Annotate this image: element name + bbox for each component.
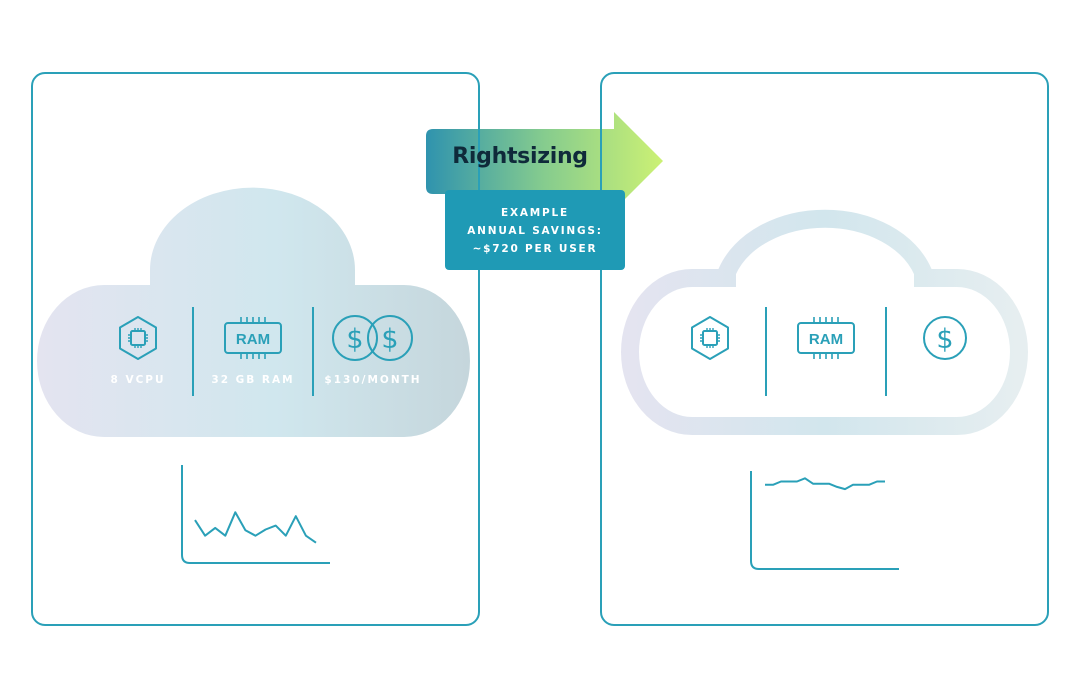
before-spec-label-cost: $130/MONTH xyxy=(324,374,422,386)
after-utilization-line xyxy=(765,477,885,491)
rightsizing-arrow xyxy=(426,112,663,210)
before-utilization-chart xyxy=(194,511,317,544)
after-utilization-chart xyxy=(765,477,885,491)
svg-text:$: $ xyxy=(381,324,398,355)
double-dollar-icon: $ $ xyxy=(332,315,413,361)
before-spec-label-ram: 32 GB RAM xyxy=(211,374,295,386)
cpu-icon xyxy=(119,316,157,360)
before-cloud-shape xyxy=(37,187,470,437)
after-chart-axes xyxy=(750,471,899,570)
svg-text:$: $ xyxy=(936,324,953,355)
before-utilization-line xyxy=(194,511,317,544)
diagram-title: Rightsizing xyxy=(452,144,588,169)
savings-line-3: ~$720 PER USER xyxy=(472,243,598,255)
svg-text:$: $ xyxy=(346,324,363,355)
savings-line-2: ANNUAL SAVINGS: xyxy=(467,225,603,237)
after-cloud-shape xyxy=(621,209,1028,435)
before-chart-axes xyxy=(181,465,330,564)
dollar-icon: $ xyxy=(923,316,967,360)
ram-icon: RAM xyxy=(224,317,282,359)
after-panel xyxy=(600,72,1049,626)
savings-line-1: EXAMPLE xyxy=(500,207,569,219)
before-cloud xyxy=(37,187,470,437)
svg-text:RAM: RAM xyxy=(809,331,843,348)
savings-box: EXAMPLE ANNUAL SAVINGS: ~$720 PER USER xyxy=(445,190,625,270)
rightsizing-arrow-shape xyxy=(426,112,663,210)
cpu-icon xyxy=(691,316,729,360)
before-panel xyxy=(31,72,480,626)
svg-text:RAM: RAM xyxy=(236,331,270,348)
before-spec-label-cpu: 8 VCPU xyxy=(110,374,166,386)
ram-icon: RAM xyxy=(797,317,855,359)
after-cloud xyxy=(621,209,1028,435)
